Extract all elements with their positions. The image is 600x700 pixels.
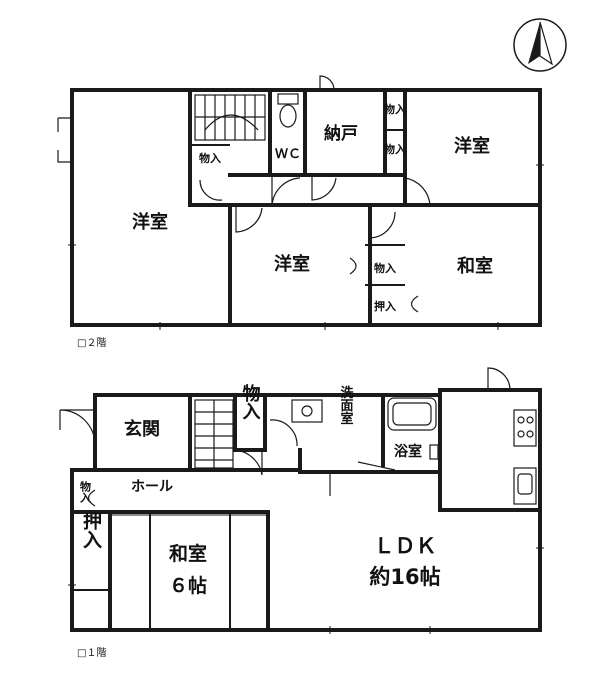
storage-stair-2f: 物入 <box>199 151 221 165</box>
storage-b-2f: 物入 <box>384 142 406 156</box>
room-western-northeast: 洋室 <box>454 135 490 157</box>
room-hall: ホール <box>131 479 173 495</box>
stair-2f <box>194 94 266 141</box>
first-floor-plan: 玄関 ホール 物入 物入 押入 和室 ６帖 ＬＤＫ 約16帖 洗面室 浴室 □１… <box>59 367 544 659</box>
room-entrance: 玄関 <box>124 418 160 440</box>
toilet-fixture <box>277 93 299 128</box>
room-ldk-size: 約16帖 <box>369 565 440 589</box>
closet-2f: 押入 <box>374 299 396 313</box>
room-japanese-2f: 和室 <box>457 255 493 277</box>
wash-basin-fixture <box>291 399 323 423</box>
room-washroom: 洗面室 <box>338 385 354 426</box>
room-western-center: 洋室 <box>274 253 310 275</box>
storage-a-2f: 物入 <box>384 102 406 116</box>
room-japanese-1f-size: ６帖 <box>169 574 207 597</box>
storage-small-1f: 物入 <box>79 480 92 504</box>
wall-ticks-1f <box>68 547 544 634</box>
floor-label-1f: □１階 <box>77 647 106 659</box>
second-floor-plan: 洋室 洋室 洋室 和室 ＷＣ 納戸 物入 物入 物入 物入 押入 □２階 <box>57 75 544 349</box>
floor-label-2f: □２階 <box>77 337 106 349</box>
room-nando: 納戸 <box>324 123 358 144</box>
doors-2f <box>57 75 431 313</box>
sliding-doors-1f <box>110 514 269 605</box>
wall-ticks-2f <box>68 164 544 330</box>
kitchen-fixture <box>513 409 537 505</box>
closet-1f: 押入 <box>80 510 102 549</box>
doors-1f <box>59 367 511 507</box>
north-compass-icon <box>513 18 567 72</box>
room-japanese-1f-name: 和室 <box>169 542 207 565</box>
storage-center-2f: 物入 <box>374 261 396 275</box>
storage-big-1f: 物入 <box>240 383 261 420</box>
room-bath: 浴室 <box>394 443 422 460</box>
room-western-west: 洋室 <box>132 211 168 233</box>
stair-1f <box>194 399 234 469</box>
room-ldk-name: ＬＤＫ <box>374 534 437 558</box>
bathtub-fixture <box>387 397 439 460</box>
room-wc: ＷＣ <box>275 147 301 162</box>
